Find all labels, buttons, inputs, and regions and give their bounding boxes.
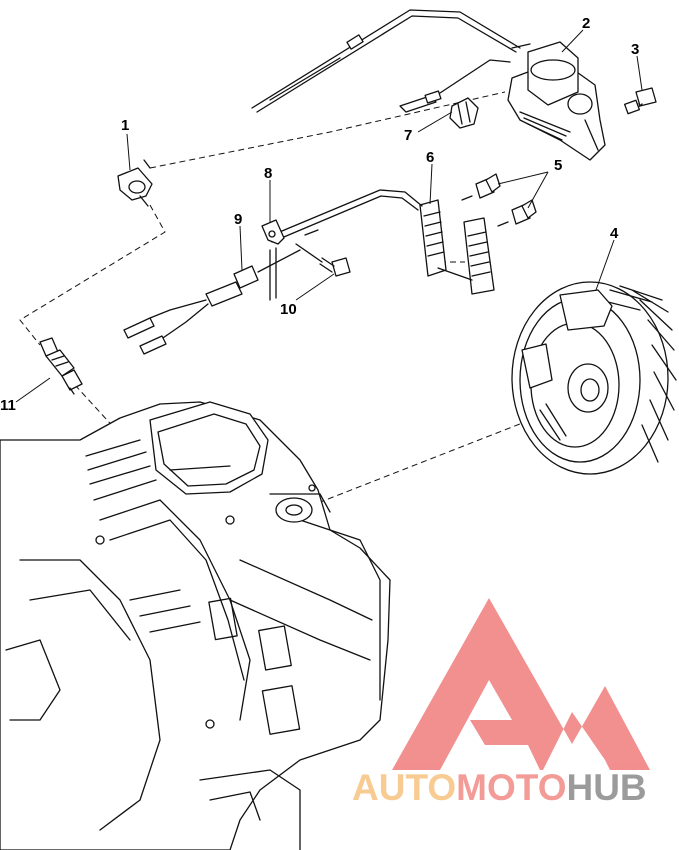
callout-4: 4 [610, 225, 619, 242]
coil-bolt [624, 87, 657, 115]
watermark-auto: AUTO [352, 767, 456, 808]
callout-7: 7 [404, 127, 412, 144]
watermark-hub: HUB [566, 767, 646, 808]
pulser-screws [461, 173, 537, 227]
callout-3: 3 [631, 41, 639, 58]
callout-1: 1 [121, 117, 129, 134]
spark-plug-cap [117, 159, 153, 207]
watermark-mark-icon [392, 598, 650, 770]
watermark-logo: AUTOMOTOHUB [352, 598, 650, 808]
ground-bolt [295, 243, 351, 277]
charge-coil-lead [269, 189, 423, 243]
callout-8: 8 [264, 165, 272, 182]
ignition-coil [507, 41, 606, 161]
callout-11: 11 [0, 397, 16, 414]
exciter-plates [419, 199, 495, 295]
wire-harness [123, 249, 301, 355]
watermark-text: AUTOMOTOHUB [352, 767, 647, 808]
leader-lines [15, 29, 643, 403]
watermark-moto: MOTO [456, 767, 566, 808]
callout-2: 2 [582, 15, 590, 32]
flywheel [511, 281, 677, 475]
callout-5: 5 [554, 157, 562, 174]
callout-9: 9 [234, 211, 242, 228]
spark-plug [39, 337, 83, 395]
engine-block [0, 401, 391, 850]
callout-10: 10 [280, 301, 297, 318]
ground-terminal [261, 219, 285, 301]
callout-6: 6 [426, 149, 434, 166]
lead-connector [399, 59, 511, 129]
callout-labels: 1 2 3 4 5 6 7 8 9 10 11 [0, 15, 639, 414]
spark-plug-lead [251, 9, 521, 113]
